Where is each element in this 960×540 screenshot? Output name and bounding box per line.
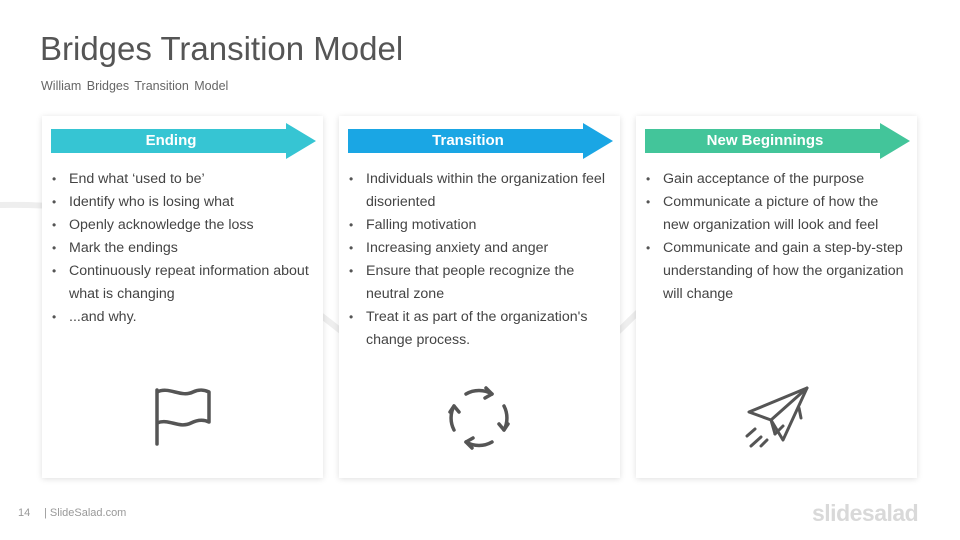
item-list: End what ‘used to be’ Identify who is lo… (51, 168, 313, 329)
arrow-shape (348, 123, 613, 159)
list-item: Openly acknowledge the loss (51, 214, 313, 237)
arrow-shape (51, 123, 316, 159)
list-item: Individuals within the organization feel… (348, 168, 610, 214)
page-number: 14 (18, 507, 31, 519)
arrow-shape (645, 123, 910, 159)
flag-icon (155, 388, 211, 446)
card-transition: Transition Individuals within the organi… (339, 116, 620, 478)
card-ending: Ending End what ‘used to be’ Identify wh… (42, 116, 323, 478)
list-item: Increasing anxiety and anger (348, 237, 610, 260)
stage-label: Ending (145, 132, 197, 149)
brand-logo: slidesalad (812, 500, 919, 526)
arrow-new-beginnings (645, 123, 910, 159)
list-item: Treat it as part of the organization's c… (348, 306, 610, 352)
stage-label: Transition (432, 132, 504, 149)
stage-label: New Beginnings (706, 132, 824, 149)
list-item: Communicate and gain a step-by-step unde… (645, 237, 907, 306)
page-title: Bridges Transition Model (40, 30, 404, 67)
item-list: Gain acceptance of the purpose Communica… (645, 168, 907, 306)
arrow-ending (51, 123, 316, 159)
list-item: ...and why. (51, 306, 313, 329)
cycle-arrows-icon (448, 386, 510, 450)
footer-site: | SlideSalad.com (44, 507, 127, 519)
item-list: Individuals within the organization feel… (348, 168, 610, 352)
list-item: Ensure that people recognize the neutral… (348, 260, 610, 306)
list-item: Gain acceptance of the purpose (645, 168, 907, 191)
list-item: End what ‘used to be’ (51, 168, 313, 191)
list-item: Falling motivation (348, 214, 610, 237)
list-item: Continuously repeat information about wh… (51, 260, 313, 306)
list-item: Identify who is losing what (51, 191, 313, 214)
card-new-beginnings: New Beginnings Gain acceptance of the pu… (636, 116, 917, 478)
arrow-transition (348, 123, 613, 159)
page-subtitle: William Bridges Transition Model (41, 79, 229, 93)
list-item: Mark the endings (51, 237, 313, 260)
paper-plane-icon (745, 386, 809, 448)
list-item: Communicate a picture of how the new org… (645, 191, 907, 237)
